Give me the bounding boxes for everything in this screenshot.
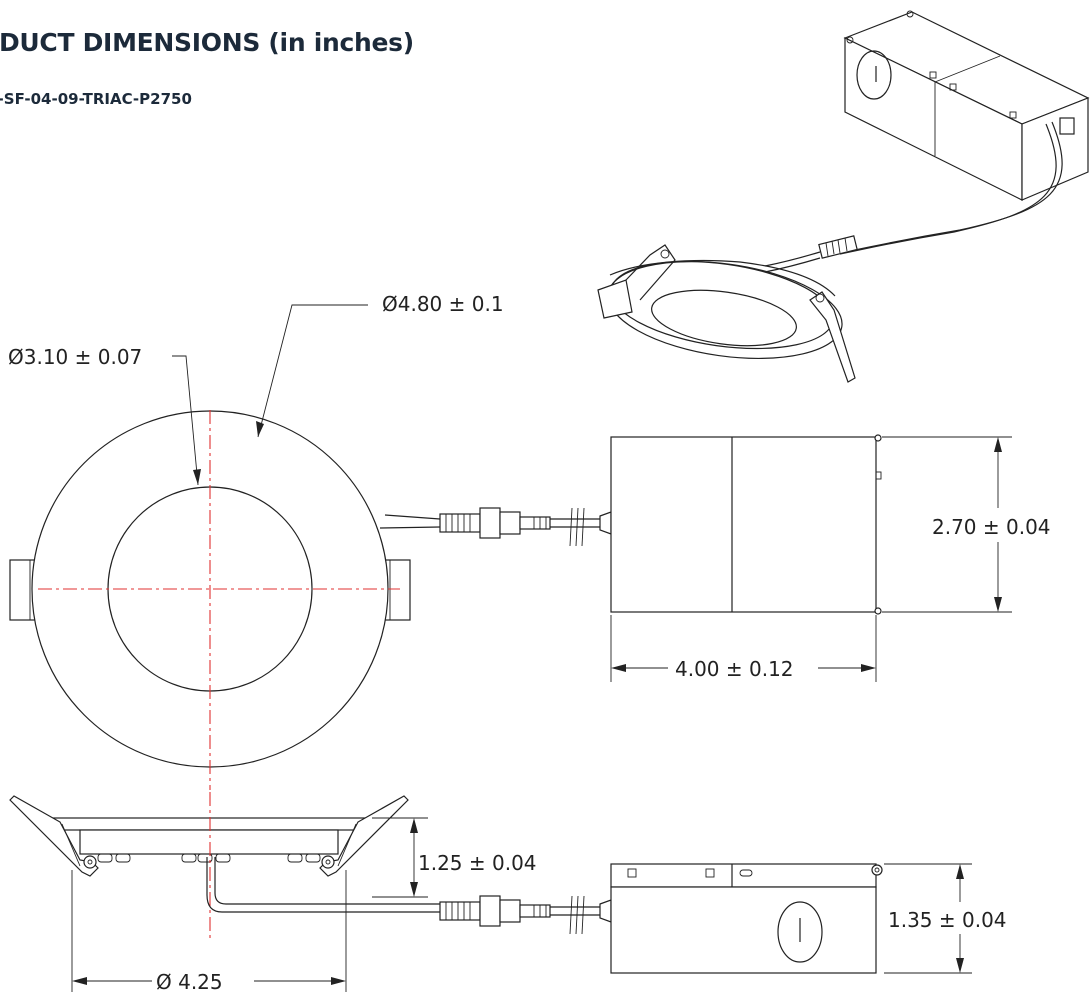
side-view (9, 792, 440, 992)
model-number: L-SF-04-09-TRIAC-P2750 (0, 90, 192, 108)
cutout-diameter-label: Ø 4.25 (156, 970, 223, 994)
box-depth-label: 1.35 ± 0.04 (888, 908, 1007, 932)
top-view (9, 410, 441, 790)
page-title: ODUCT DIMENSIONS (in inches) (0, 28, 414, 57)
junction-box-top (610, 434, 1012, 682)
junction-box-side (610, 863, 972, 974)
inner-diameter-label: Ø3.10 ± 0.07 (8, 345, 142, 369)
outer-diameter-label: Ø4.80 ± 0.1 (382, 292, 504, 316)
top-connector (439, 507, 612, 547)
diameter-leaders (172, 304, 368, 486)
isometric-view (597, 10, 1090, 383)
iso-connector (818, 235, 858, 259)
iso-junction-box (843, 10, 1090, 201)
side-connector (439, 895, 612, 935)
box-length-label: 4.00 ± 0.12 (675, 657, 794, 681)
fixture-height-label: 1.25 ± 0.04 (418, 851, 537, 875)
iso-light (597, 244, 856, 383)
box-height-label: 2.70 ± 0.04 (932, 515, 1051, 539)
